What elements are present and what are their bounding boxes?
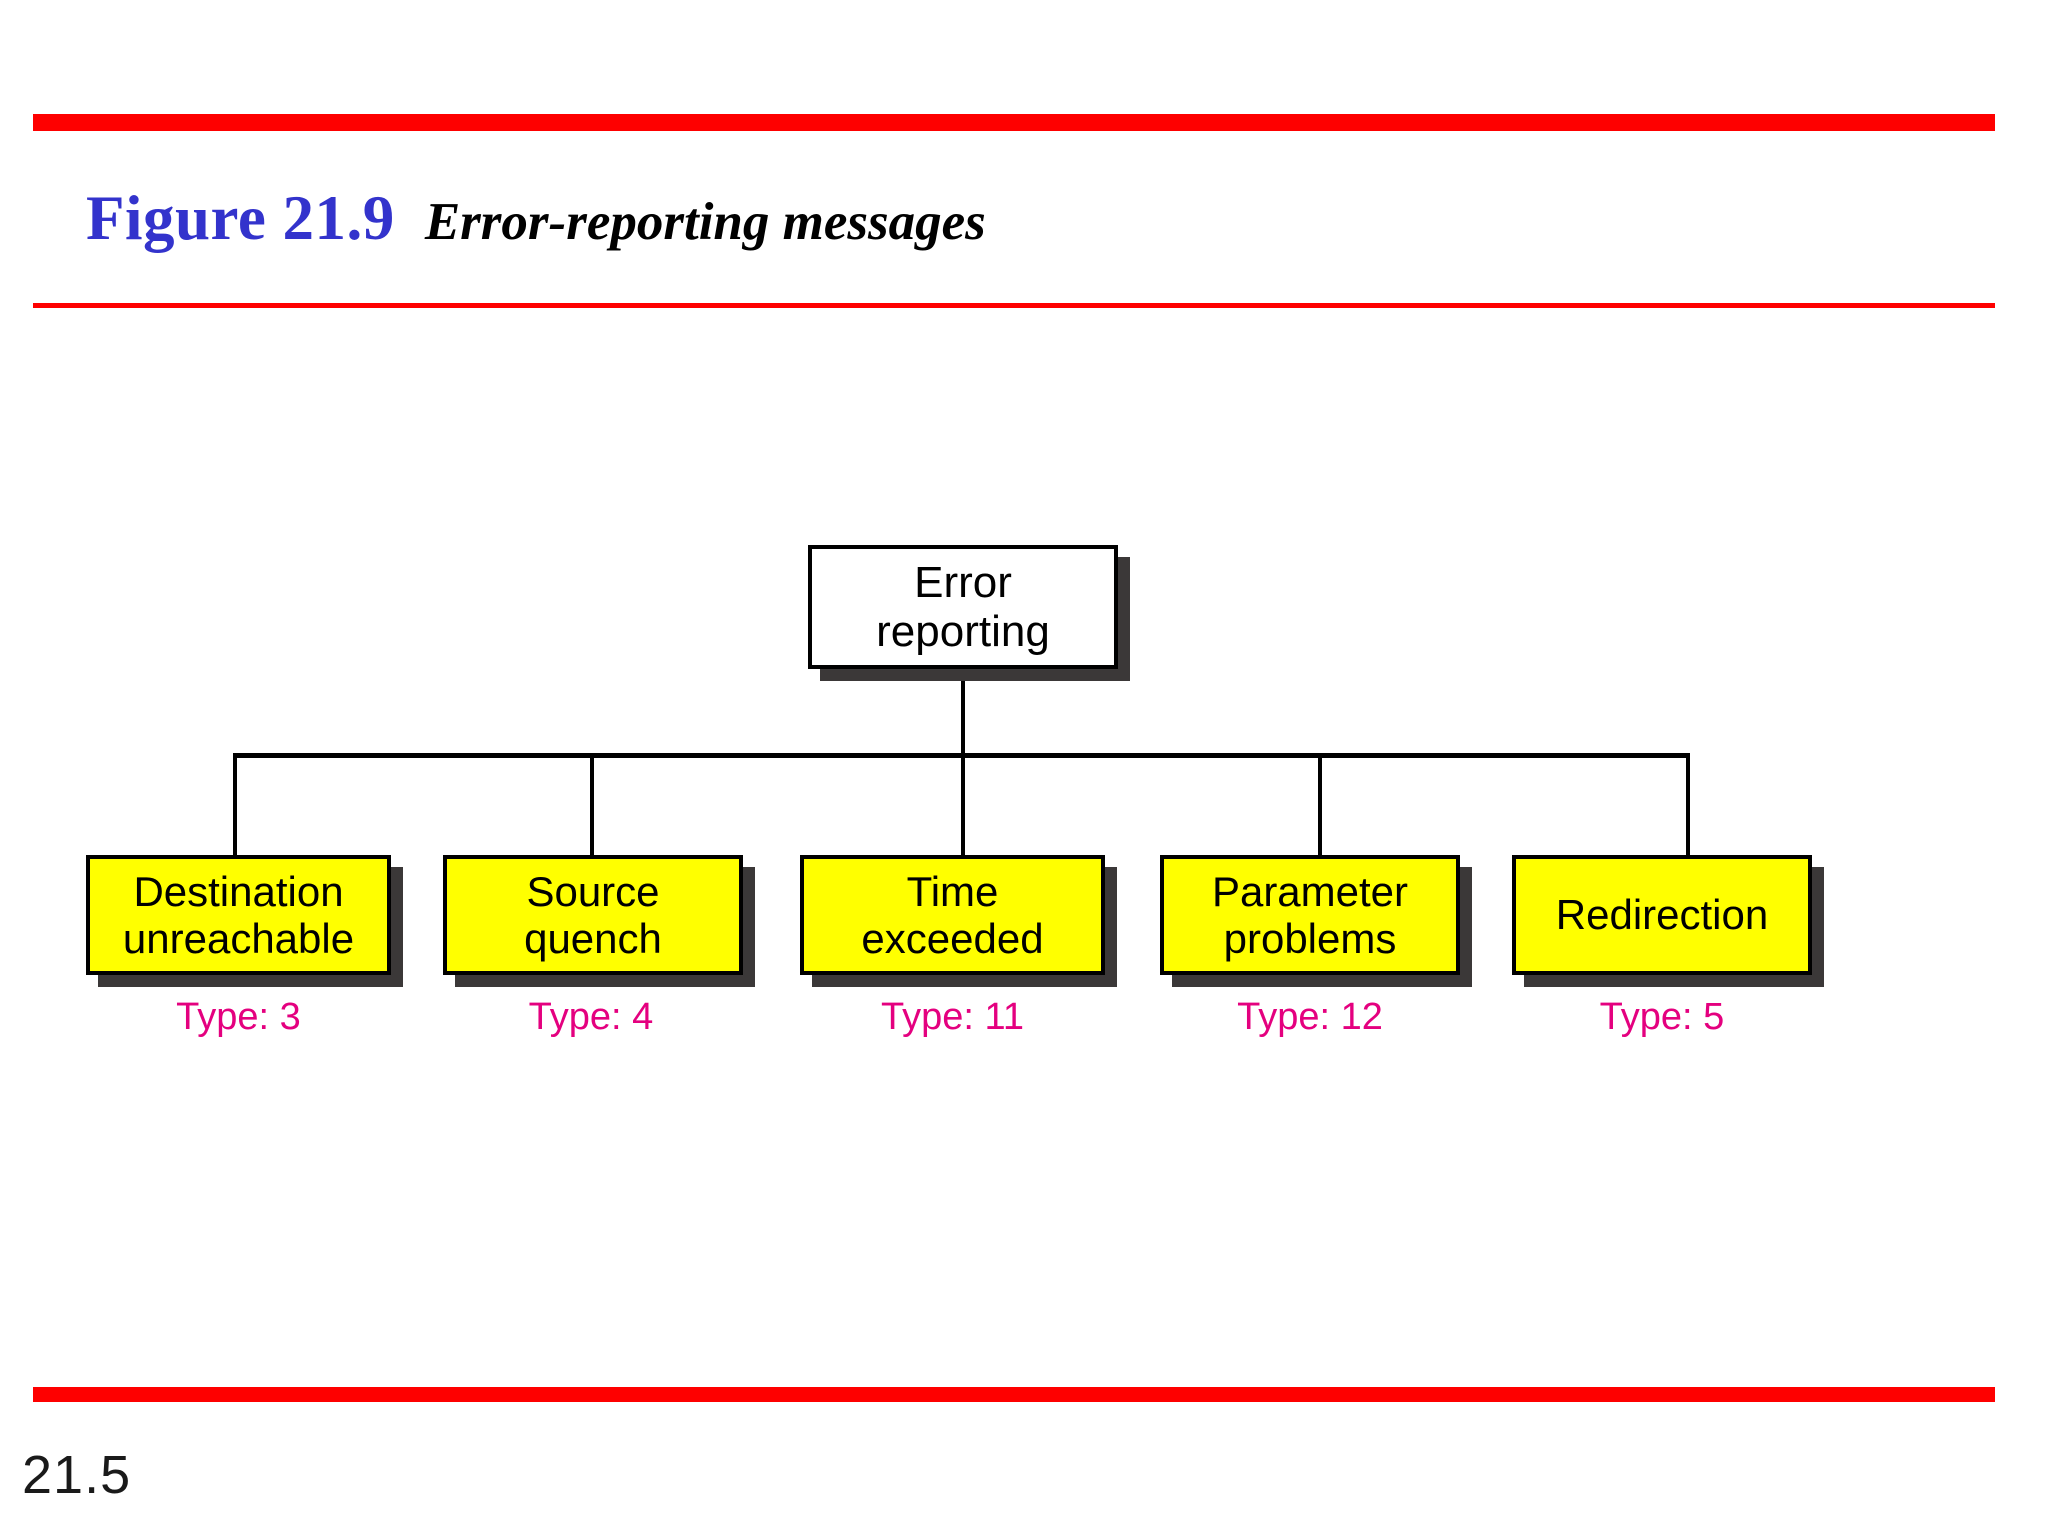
page-number: 21.5 [22, 1445, 132, 1505]
node-error-reporting-line2: reporting [876, 607, 1050, 656]
type-label-source-quench: Type: 4 [528, 996, 654, 1038]
node-destination-unreachable-line1: Destination [133, 867, 344, 915]
node-redirection-line1: Redirection [1555, 891, 1769, 939]
top-red-rule [33, 114, 1995, 131]
node-error-reporting[interactable]: Error reporting [808, 545, 1118, 669]
figure-number: Figure 21.9 [86, 183, 395, 253]
connector-root-stem [961, 669, 965, 757]
bottom-red-rule [33, 1387, 1995, 1402]
type-label-redirection: Type: 5 [1599, 996, 1725, 1038]
type-label-parameter-problems: Type: 12 [1237, 996, 1383, 1038]
connector-drop-parameter-problems [1318, 757, 1322, 857]
node-time-exceeded[interactable]: Time exceeded [800, 855, 1105, 975]
title-separator-rule [33, 303, 1995, 308]
connector-drop-destination-unreachable [233, 757, 237, 857]
node-destination-unreachable-line2: unreachable [122, 915, 355, 962]
connector-drop-redirection [1686, 757, 1690, 857]
node-error-reporting-line1: Error [914, 557, 1012, 607]
node-parameter-problems-line1: Parameter [1211, 867, 1409, 915]
connector-drop-time-exceeded [961, 757, 965, 857]
node-source-quench[interactable]: Source quench [443, 855, 743, 975]
node-redirection[interactable]: Redirection [1512, 855, 1812, 975]
type-label-destination-unreachable: Type: 3 [176, 996, 301, 1038]
connector-horizontal-bus [233, 753, 1690, 758]
node-destination-unreachable[interactable]: Destination unreachable [86, 855, 391, 975]
type-label-time-exceeded: Type: 11 [881, 996, 1024, 1038]
slide-title: Figure 21.9 Error-reporting messages [86, 182, 986, 255]
node-source-quench-line1: Source [526, 867, 660, 915]
node-parameter-problems[interactable]: Parameter problems [1160, 855, 1460, 975]
figure-title-text: Error-reporting messages [424, 193, 986, 251]
node-time-exceeded-line2: exceeded [861, 915, 1044, 962]
connector-drop-source-quench [590, 757, 594, 857]
node-parameter-problems-line2: problems [1223, 915, 1397, 962]
node-time-exceeded-line1: Time [906, 867, 999, 915]
node-source-quench-line2: quench [524, 915, 662, 962]
